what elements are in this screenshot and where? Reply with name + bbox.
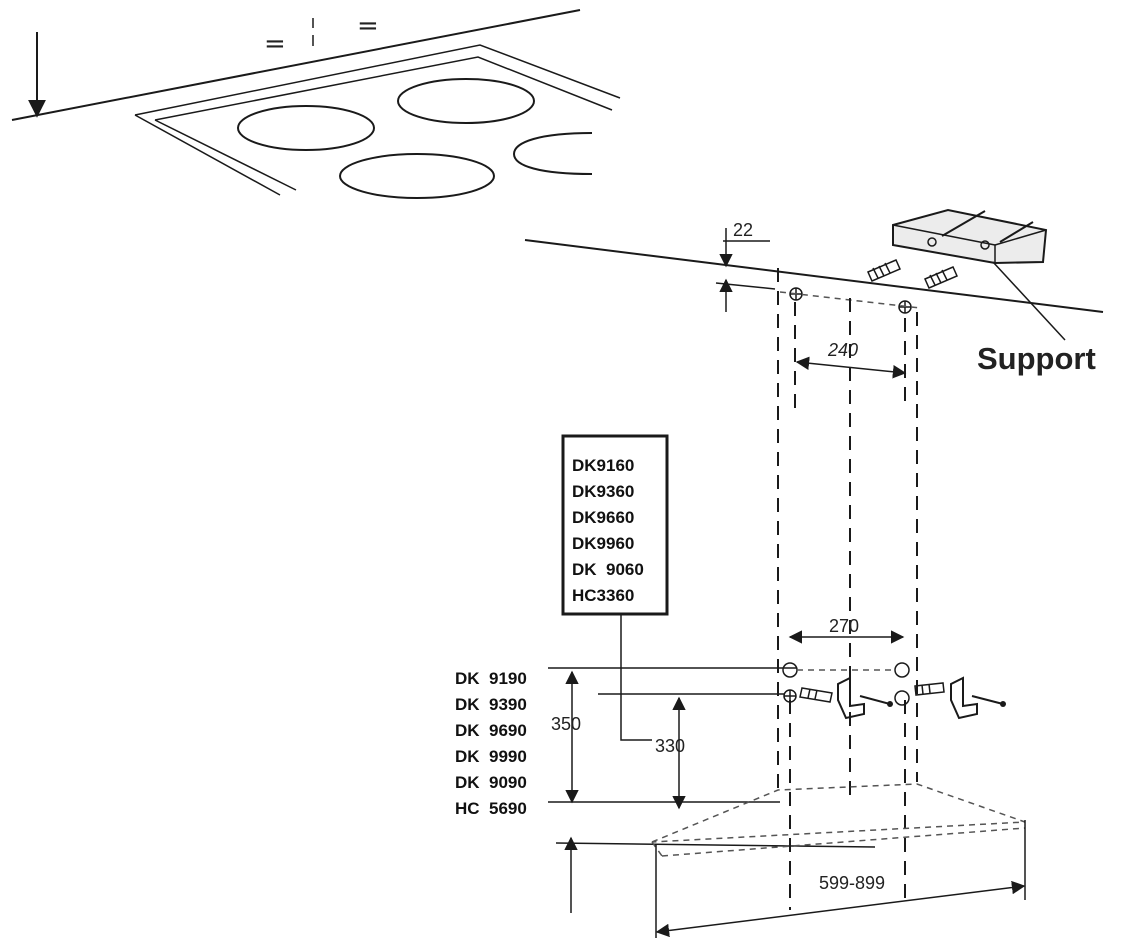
model-box-item: HC3360 (572, 586, 634, 605)
top-wall-plug-left (867, 259, 901, 282)
model-box-leader (620, 615, 652, 741)
dim-22-ref-line (715, 282, 776, 290)
side-model-item: DK 9390 (455, 695, 527, 714)
model-box-item: DK9160 (572, 456, 634, 475)
hole-upper-right (894, 662, 910, 678)
lower-mounting: 270 (548, 615, 1006, 913)
side-model-item: DK 9090 (455, 773, 527, 792)
dim-22-label: 22 (733, 220, 753, 240)
side-model-item: DK 9990 (455, 747, 527, 766)
hood-top (651, 783, 1026, 843)
dim-270-label: 270 (829, 616, 859, 636)
hook-bracket-right (950, 676, 1006, 720)
ref-line-hood-bottom (555, 842, 876, 848)
wall-plug-lower-right (914, 682, 945, 696)
hole-lower-right (894, 690, 910, 706)
side-model-item: DK 9690 (455, 721, 527, 740)
side-model-list: DK 9190 DK 9390 DK 9690 DK 9990 DK 9090 … (455, 669, 527, 818)
hob-drawing: = = (11, 9, 621, 199)
support-label: Support (977, 341, 1096, 376)
hob-burner-front-left (339, 153, 495, 199)
model-box-frame (561, 434, 669, 616)
model-box-item: DK9960 (572, 534, 634, 553)
hole-upper-left (782, 662, 798, 678)
ceiling-line (524, 239, 1104, 313)
hob-frame-outer-left (134, 114, 281, 196)
ceiling-mounting: 22 240 (524, 208, 1104, 379)
chimney-outline (777, 268, 918, 910)
dim-599-899-arrow (655, 880, 1026, 938)
hob-burner-back-left (237, 105, 375, 151)
model-box-item: DK9660 (572, 508, 634, 527)
model-box: DK9160 DK9360 DK9660 DK9960 DK 9060 HC33… (561, 434, 669, 616)
model-box-item: DK9360 (572, 482, 634, 501)
hob-burner-back-right (397, 78, 535, 124)
support-bracket (892, 208, 1048, 265)
dim-599-899-label: 599-899 (819, 873, 885, 893)
hob-equal-mark-right: = (357, 11, 379, 41)
hob-equal-mark-left: = (264, 29, 286, 59)
side-model-item: HC 5690 (455, 799, 527, 818)
dim-240-label: 240 (827, 340, 858, 360)
hob-frame-inner (154, 56, 613, 121)
hook-bracket-left (837, 676, 893, 720)
top-wall-plug-right (924, 266, 958, 289)
support-leader-line (992, 261, 1066, 341)
hob-top-edge-line (11, 9, 581, 121)
hob-burner-front-right (512, 132, 593, 175)
side-model-item: DK 9190 (455, 669, 527, 688)
dim-350-label: 350 (551, 714, 581, 734)
hob-frame-inner-left (154, 119, 297, 191)
model-box-item: DK 9060 (572, 560, 644, 579)
dim-330-label: 330 (655, 736, 685, 756)
wall-plug-lower-left (799, 687, 833, 703)
hob-frame-outer (134, 44, 621, 116)
hood-outline: 599-899 (651, 783, 1026, 938)
